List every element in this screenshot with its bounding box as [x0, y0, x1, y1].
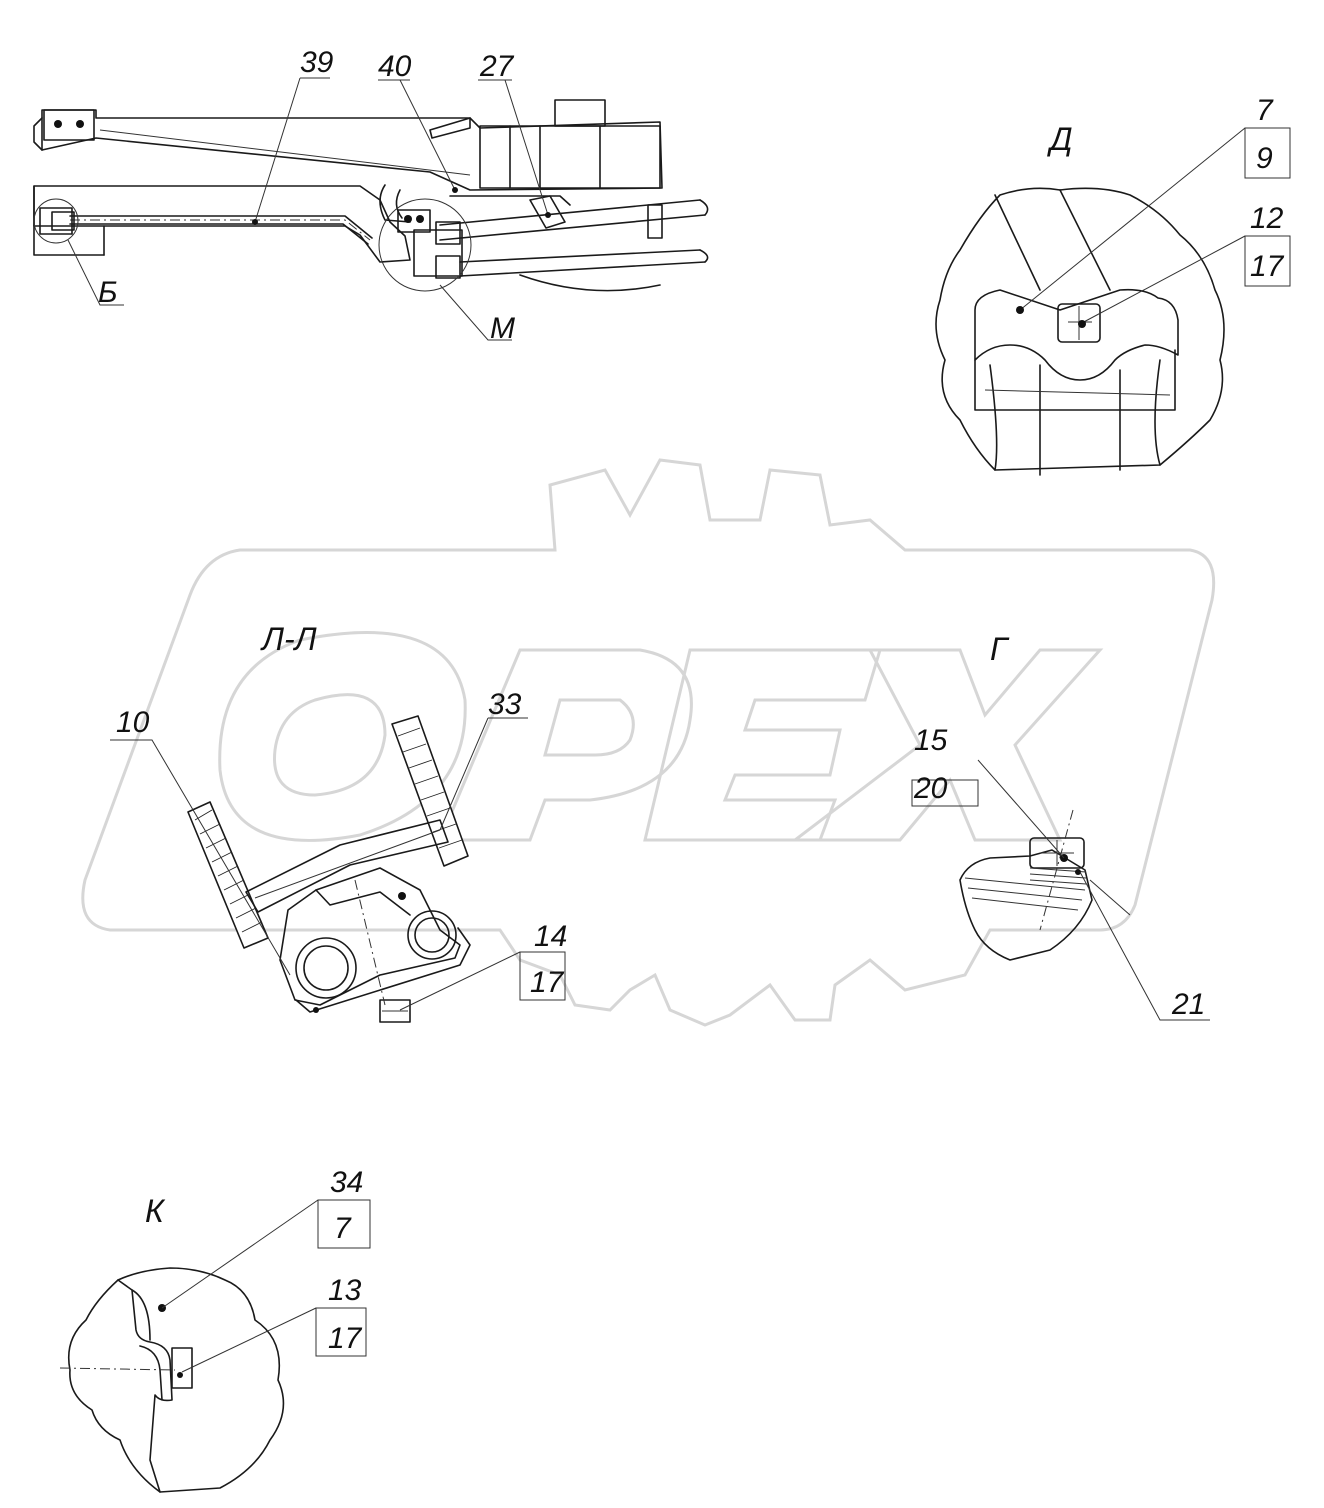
callout-17-ll: 17 — [530, 966, 565, 999]
callout-39: 39 — [300, 46, 334, 79]
callout-17-k: 17 — [328, 1322, 363, 1355]
callout-15: 15 — [914, 724, 948, 757]
view-k-title: К — [145, 1193, 166, 1229]
callout-20: 20 — [913, 772, 948, 805]
view-l-l-title: Л-Л — [260, 621, 317, 657]
main-view-boom-assembly — [33, 77, 709, 341]
view-g-detail — [911, 759, 1210, 1021]
callout-17-d: 17 — [1250, 250, 1285, 283]
callout-33: 33 — [488, 688, 522, 721]
callout-13: 13 — [328, 1274, 362, 1307]
view-d-title: Д — [1047, 121, 1073, 157]
view-d-detail — [935, 127, 1291, 476]
callout-12: 12 — [1250, 202, 1284, 235]
view-l-l-section — [110, 715, 566, 1023]
view-g-title: Г — [990, 631, 1010, 667]
callout-21: 21 — [1171, 988, 1205, 1021]
watermark-logo — [81, 458, 1216, 1027]
callout-view-b: Б — [98, 276, 118, 309]
callout-7: 7 — [1256, 94, 1274, 127]
callout-7-k: 7 — [334, 1212, 352, 1245]
callout-14: 14 — [534, 920, 567, 953]
callout-view-m: М — [490, 312, 515, 345]
callout-9: 9 — [1256, 142, 1273, 175]
view-k-detail — [59, 1199, 371, 1493]
callout-27: 27 — [479, 50, 515, 83]
callout-10: 10 — [116, 706, 150, 739]
callout-40: 40 — [378, 50, 412, 83]
callout-34: 34 — [330, 1166, 363, 1199]
